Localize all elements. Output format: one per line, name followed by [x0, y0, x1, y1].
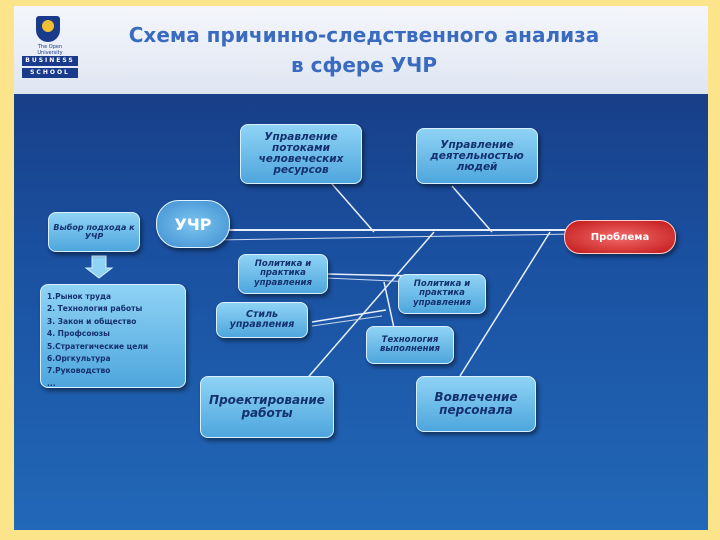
factor-item: 2. Технология работы: [47, 304, 143, 314]
fishbone-lines: [84, 183, 575, 383]
problem-node: Проблема: [564, 220, 676, 254]
cause-hr-flow: Управление потоками человеческих ресурсо…: [240, 124, 362, 184]
cause-execution-technology-label: Технология выполнения: [380, 334, 440, 354]
cause-policy-1-label: Политика и практика управления: [254, 258, 312, 288]
factor-item: 7.Руководство: [47, 366, 111, 376]
approach-box: Выбор подхода к УЧР: [48, 212, 140, 252]
slide: The Open University BUSINESS SCHOOL Схем…: [14, 6, 708, 530]
spine-line-lower: [213, 233, 575, 241]
title-line-1: Схема причинно-следственного анализа: [128, 23, 600, 47]
bone-middle-2: [311, 309, 387, 323]
bone-bottom-left: [303, 231, 435, 383]
cause-policy-2: Политика и практика управления: [398, 274, 486, 314]
cause-policy-2-label: Политика и практика управления: [413, 278, 471, 308]
factors-list: 1.Рынок труда 2. Технология работы 3. За…: [40, 284, 186, 388]
logo-school-text: SCHOOL: [22, 68, 78, 78]
cause-staff-involvement-label: Вовлечение персонала: [434, 390, 518, 417]
factor-item: 6.Оргкультура: [47, 354, 111, 364]
title-line-2: в сфере УЧР: [291, 53, 437, 77]
cause-work-design-label: Проектирование работы: [209, 393, 325, 420]
bone-top-right: [451, 185, 493, 233]
factor-item: 1.Рынок труда: [47, 292, 112, 301]
factor-item: 5.Стратегические цели: [47, 341, 149, 351]
cause-management-style-label: Стиль управления: [229, 309, 295, 330]
logo-university-text: The Open University: [37, 44, 63, 56]
factor-item: 4. Профсоюзы: [47, 329, 110, 339]
central-node-label: УЧР: [174, 214, 212, 234]
cause-policy-1: Политика и практика управления: [238, 254, 328, 294]
cause-management-style: Стиль управления: [216, 302, 308, 338]
logo-business-text: BUSINESS: [22, 56, 78, 66]
cause-execution-technology: Технология выполнения: [366, 326, 454, 364]
factor-item: 3. Закон и общество: [47, 316, 137, 326]
bone-middle-2b: [311, 315, 383, 327]
cause-hr-flow-label: Управление потоками человеческих ресурсо…: [258, 131, 344, 176]
bone-middle-3: [383, 281, 395, 329]
problem-node-label: Проблема: [590, 231, 650, 243]
slide-title: Схема причинно-следственного анализа в с…: [94, 20, 634, 80]
cause-staff-involvement: Вовлечение персонала: [416, 376, 536, 432]
bone-bottom-right: [459, 231, 551, 377]
slide-header: The Open University BUSINESS SCHOOL Схем…: [14, 6, 708, 94]
down-arrow-icon: [84, 255, 114, 279]
cause-people-management: Управление деятельностью людей: [416, 128, 538, 184]
cause-work-design: Проектирование работы: [200, 376, 334, 438]
university-crest-icon: [36, 16, 60, 42]
central-node: УЧР: [156, 200, 230, 248]
approach-box-label: Выбор подхода к УЧР: [53, 223, 135, 241]
factor-item: ...: [47, 378, 56, 388]
cause-people-management-label: Управление деятельностью людей: [430, 138, 524, 173]
bone-top-left: [331, 183, 375, 233]
